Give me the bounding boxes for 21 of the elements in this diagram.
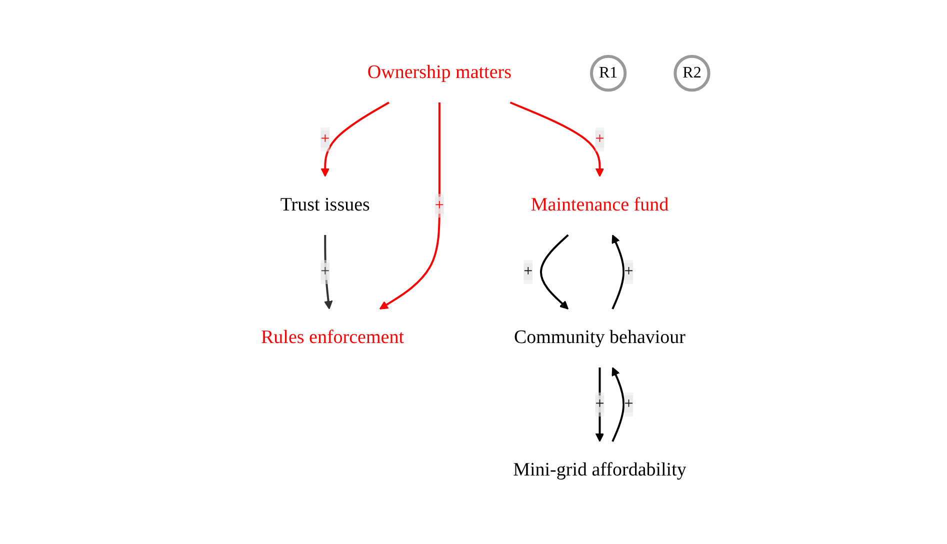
edge-label: +: [523, 263, 533, 280]
edge-label: +: [624, 263, 634, 280]
node-text: Mini-grid affordability: [512, 460, 686, 480]
arrow: [324, 235, 333, 310]
edge-label: +: [595, 396, 604, 412]
edge-label: +: [624, 396, 634, 412]
node-circle: R2: [673, 54, 710, 92]
edge-label: +: [434, 196, 444, 214]
edge-label: +: [320, 263, 330, 280]
node-text: Maintenance fund: [530, 194, 668, 216]
node-text: Ownership matters: [367, 62, 512, 83]
node-circle: R1: [590, 54, 626, 92]
arrow: [540, 234, 569, 310]
edge-label: +: [320, 130, 330, 148]
edge-label: +: [595, 130, 604, 148]
arrow: [611, 234, 624, 310]
arrow: [379, 102, 440, 310]
arrow: [611, 367, 624, 442]
node-text: Trust issues: [280, 194, 370, 216]
node-text: Community behaviour: [514, 327, 686, 348]
node-text: Rules enforcement: [260, 327, 404, 348]
